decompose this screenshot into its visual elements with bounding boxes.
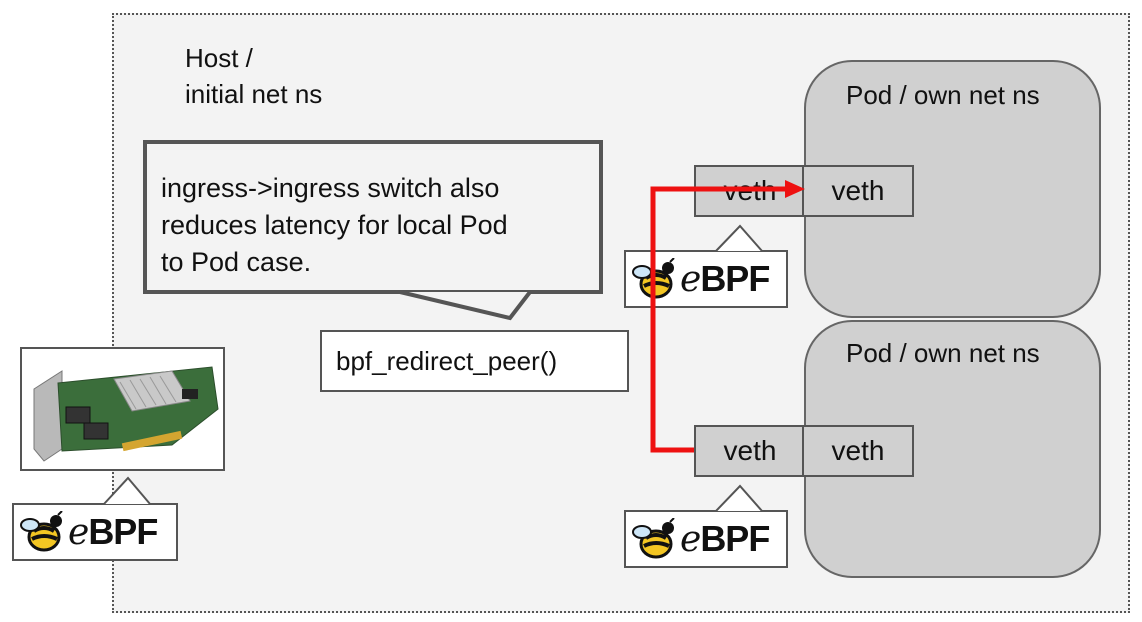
bee-icon [632,258,675,299]
callout-box: ingress->ingress switch also reduces lat… [143,140,603,294]
ebpf-bpf: BPF [700,518,770,559]
bee-icon [20,511,63,552]
veth-pod-top-label: veth [831,175,885,206]
veth-pod-top: veth [802,165,914,217]
ebpf-logo-bottom: eBPF [624,510,788,568]
pod-label-bottom: Pod / own net ns [846,338,1040,368]
host-namespace-label: Host / initial net ns [185,40,322,112]
host-label-line2: initial net ns [185,79,323,109]
ebpf-wordmark-top: eBPF [680,258,770,300]
host-label-line1: Host / [185,43,253,73]
ebpf-bpf: BPF [88,511,158,552]
function-label: bpf_redirect_peer() [336,345,558,376]
network-card-illustration [33,366,219,462]
veth-host-bottom-label: veth [723,435,777,466]
callout-line1: ingress->ingress switch also [161,173,500,203]
pod-label-top: Pod / own net ns [846,80,1040,110]
callout-tail [399,290,532,321]
veth-host-bottom: veth [694,425,806,477]
callout-line2: reduces latency for local Pod [161,210,508,240]
ebpf-logo-nic: eBPF [12,503,178,561]
ebpf-nic-pointer-fill [104,478,150,504]
bee-icon [632,518,675,559]
pod-namespace-top [804,60,1101,318]
veth-pod-bottom-label: veth [831,435,885,466]
ebpf-nic-pointer [103,476,151,505]
redirect-arrow [650,186,790,453]
ebpf-bottom-pointer-fill [716,486,762,511]
ebpf-bpf: BPF [700,258,770,299]
ebpf-e: e [680,259,701,300]
callout-line3: to Pod case. [161,247,312,277]
function-box: bpf_redirect_peer() [320,330,629,392]
ebpf-bottom-pointer [715,484,763,512]
network-card-image [20,347,225,471]
veth-pod-bottom: veth [802,425,914,477]
ebpf-top-pointer [715,224,763,252]
ebpf-wordmark-nic: eBPF [68,511,158,553]
ebpf-wordmark-bottom: eBPF [680,518,770,560]
ebpf-e: e [680,519,701,560]
redirect-arrowhead [785,180,805,198]
ebpf-e: e [68,512,89,553]
ebpf-top-pointer-fill [716,226,762,251]
